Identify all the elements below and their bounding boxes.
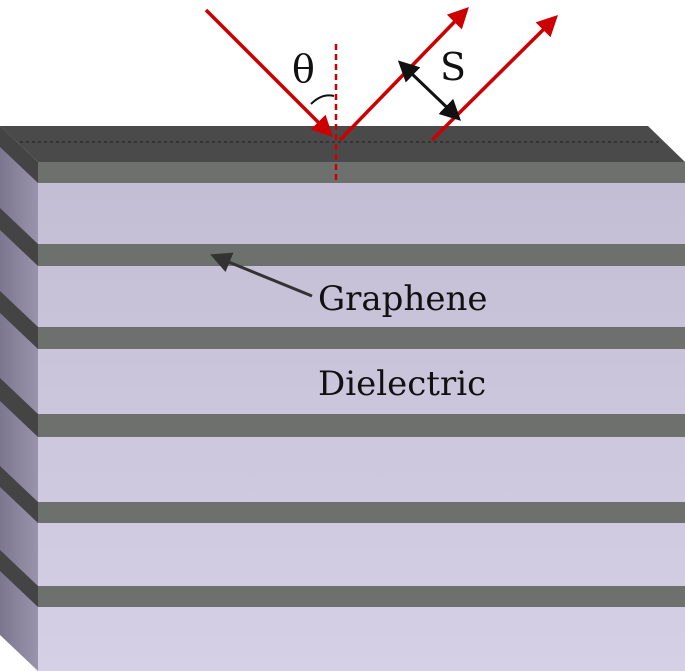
graphene-layer xyxy=(38,244,685,266)
graphene-layer xyxy=(38,586,685,607)
graphene-layer xyxy=(38,414,685,437)
graphene-layer xyxy=(38,162,685,183)
graphene-label: Graphene xyxy=(318,279,488,319)
side-graphene-layer xyxy=(0,291,38,349)
angle-arc xyxy=(310,94,335,105)
side-graphene-layer xyxy=(0,126,38,183)
side-graphene-layer xyxy=(0,550,38,607)
graphene-pointer-arrow xyxy=(210,252,313,298)
dielectric-label: Dielectric xyxy=(318,364,486,404)
graphene-layers xyxy=(38,162,685,607)
shift-arrow xyxy=(397,60,462,121)
side-graphene-layer xyxy=(0,466,38,523)
side-graphene-layers xyxy=(0,126,38,607)
angle-label: θ xyxy=(292,47,315,91)
side-graphene-layer xyxy=(0,208,38,266)
incident-beam xyxy=(204,8,333,137)
graphene-layer xyxy=(38,502,685,523)
top-surface xyxy=(0,126,685,162)
graphene-layer xyxy=(38,327,685,349)
shift-label: S xyxy=(440,45,466,89)
side-graphene-layer xyxy=(0,378,38,437)
